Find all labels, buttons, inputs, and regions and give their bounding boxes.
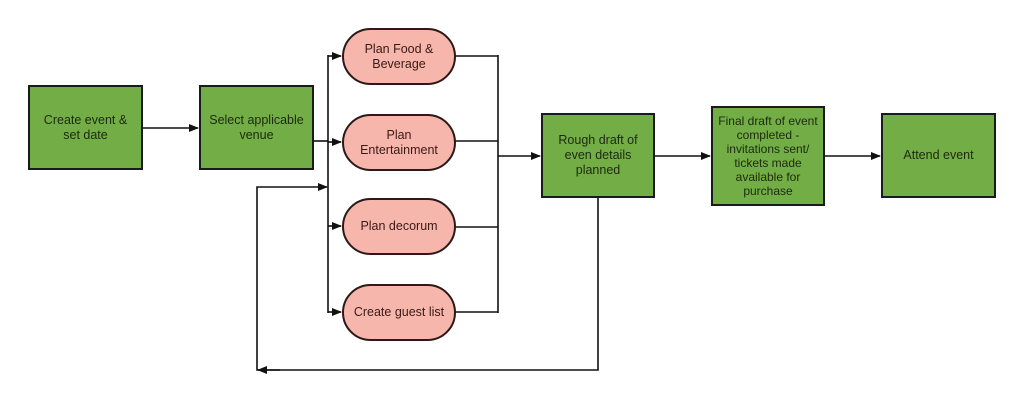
- node-label: Select applicable venue: [209, 112, 304, 142]
- node-label: Create event & set date: [43, 112, 128, 142]
- node-plan-entertainment: Plan Entertainment: [342, 114, 456, 171]
- node-final-draft: Final draft of event completed - invitat…: [711, 106, 825, 206]
- node-label: Create guest list: [353, 305, 445, 319]
- node-label: Plan decorum: [360, 219, 438, 233]
- node-label: Rough draft of even details planned: [558, 133, 638, 177]
- node-guest-list: Create guest list: [342, 284, 456, 341]
- node-rough-draft: Rough draft of even details planned: [541, 113, 655, 198]
- node-label: Final draft of event completed - invitat…: [718, 114, 818, 198]
- node-attend-event: Attend event: [881, 113, 996, 198]
- node-label: Plan Food & Beverage: [364, 41, 434, 71]
- node-label: Attend event: [903, 148, 974, 162]
- node-create-event: Create event & set date: [28, 85, 143, 170]
- node-label: Plan Entertainment: [360, 127, 438, 157]
- node-select-venue: Select applicable venue: [199, 85, 314, 170]
- node-plan-food: Plan Food & Beverage: [342, 28, 456, 85]
- node-plan-decorum: Plan decorum: [342, 198, 456, 255]
